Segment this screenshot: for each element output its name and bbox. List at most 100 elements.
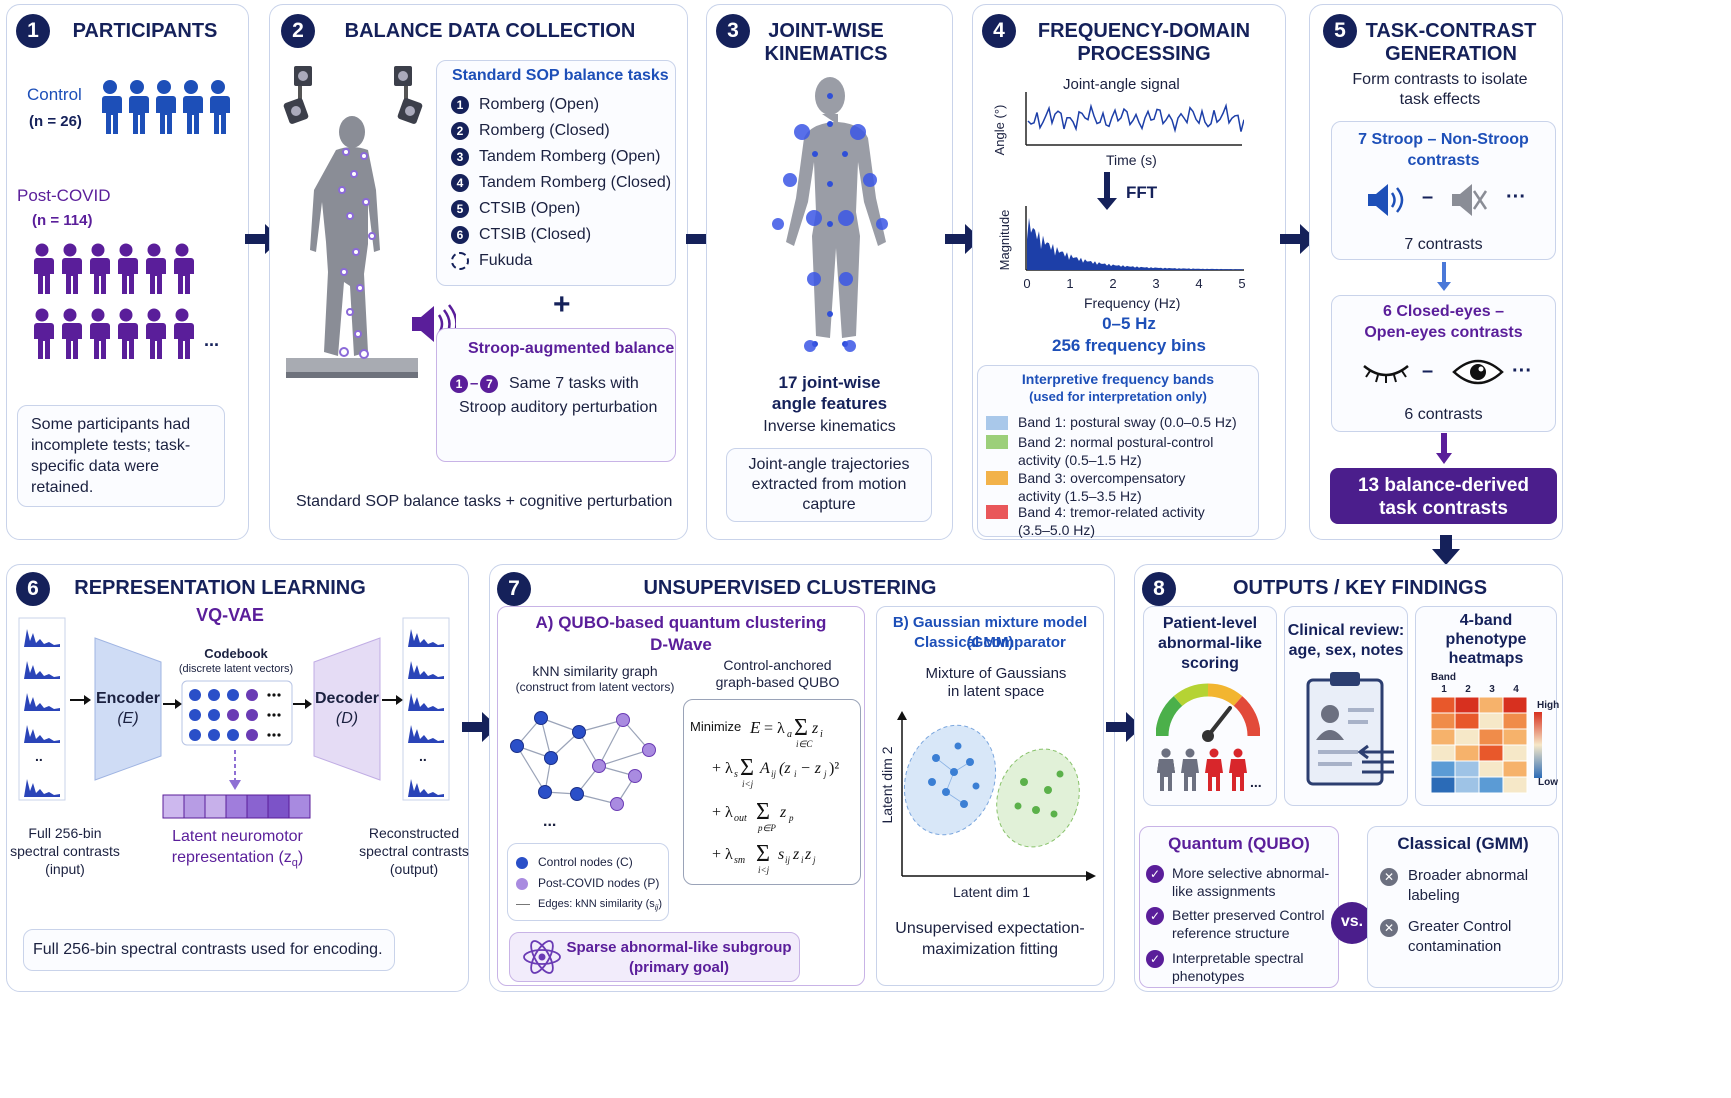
heatmap-cell: [1478, 760, 1504, 778]
output-label-l3: (output): [389, 861, 439, 877]
rotation-icon: [451, 251, 469, 270]
quantum-qubo-card: [1139, 826, 1339, 988]
band-3-label: Band 3: overcompensatory activity (1.5–3…: [1018, 470, 1186, 504]
mixture-l1: Mixture of Gaussians: [925, 665, 1067, 682]
band-1-swatch: [986, 416, 1008, 431]
svg-text:Σ: Σ: [740, 755, 754, 781]
qubo-title: A) QUBO-based quantum clustering: [535, 613, 827, 632]
gmm-title: B) Gaussian mixture model (GMM): [892, 614, 1088, 651]
panel-task-contrast: [1309, 4, 1563, 540]
input-dots: ..: [35, 748, 43, 764]
heatmap-cell: [1431, 728, 1456, 746]
band-axis-label: Band: [1431, 672, 1456, 683]
classical-item-label: Broader abnormal labeling: [1408, 867, 1529, 904]
quantum-item: ✓ Better preserved Control reference stru…: [1146, 906, 1331, 942]
svg-text:sm: sm: [734, 855, 745, 866]
sop-task-label: Romberg (Open): [479, 96, 600, 113]
down-arrow: [1437, 262, 1451, 291]
svg-text:p∈P: p∈P: [757, 823, 776, 833]
svg-text:ij: ij: [771, 769, 777, 779]
svg-text:z: z: [792, 846, 800, 863]
panel-title-kinematics-l1: JOINT-WISE: [768, 20, 884, 42]
final-contrasts-l1: 13 balance-derived: [1357, 475, 1530, 496]
classical-gmm-card: [1367, 826, 1559, 988]
cross-icon: ✕: [1380, 868, 1398, 886]
legend-edges-end: ): [658, 898, 662, 910]
post-covid-node-swatch: [516, 877, 528, 890]
svg-text:z: z: [779, 804, 787, 821]
primary-goal-l1: Sparse abnormal-like subgroup: [566, 939, 792, 956]
minimize-label: Minimize: [690, 719, 741, 734]
svg-text:j: j: [823, 769, 827, 779]
post-covid-count: (n = 114): [32, 212, 93, 229]
band-tick: 4: [1513, 684, 1519, 695]
svg-text:z: z: [811, 720, 819, 737]
heatmap-cell: [1478, 776, 1504, 794]
svg-text:(z: (z: [779, 760, 791, 777]
post-covid-ellipsis: ...: [204, 330, 220, 350]
heatmap-cell: [1431, 776, 1456, 794]
quantum-item-label: Better preserved Control reference struc…: [1172, 907, 1325, 941]
vqvae-label: VQ-VAE: [196, 605, 264, 625]
quantum-item-label: Interpretable spectral phenotypes: [1172, 950, 1304, 984]
stroop-augmented-box: [436, 328, 676, 462]
time-axis-label: Time (s): [1106, 152, 1157, 168]
sop-tasks-box: [436, 60, 676, 286]
heatmap-l2: phenotype: [1445, 631, 1527, 648]
svg-text:Σ: Σ: [756, 799, 770, 825]
frequency-bins: 256 frequency bins: [1051, 336, 1206, 355]
em-fitting-l2: maximization fitting: [921, 941, 1059, 958]
legend-control: Control nodes (C): [516, 853, 633, 871]
decoder-symbol: (D): [335, 710, 359, 727]
post-covid-people-icons: [33, 243, 194, 359]
control-people-icons: [101, 80, 230, 134]
final-contrasts-box: [1330, 468, 1557, 524]
stroop-contrast-l1: 7 Stroop – Non-Stroop: [1358, 131, 1529, 148]
seven-contrasts: 7 contrasts: [1404, 236, 1483, 253]
frequency-tick: 0: [1024, 276, 1031, 291]
heatmap-cell: [1502, 712, 1528, 730]
svg-text:s: s: [778, 846, 784, 863]
plus-sign: +: [553, 288, 571, 321]
svg-text:j: j: [812, 855, 816, 865]
colorbar-high: High: [1537, 700, 1560, 711]
band-tick: 3: [1489, 684, 1495, 695]
more-dots: ···: [1506, 186, 1526, 208]
flow-arrow-7-8: [1106, 712, 1142, 742]
patients-dots: ...: [1250, 774, 1262, 790]
sop-task-label: Romberg (Closed): [479, 122, 610, 139]
panel-title-representation: REPRESENTATION LEARNING: [74, 577, 366, 599]
legend-post-covid: Post-COVID nodes (P): [516, 874, 659, 892]
classical-item: ✕ Broader abnormal labeling: [1380, 866, 1550, 906]
control-label: Control: [27, 85, 82, 104]
step-number-5: 5: [1323, 14, 1357, 48]
speaker-muted-icon: [1452, 184, 1488, 216]
check-icon: ✓: [1146, 907, 1164, 925]
stroop-title: Stroop-augmented balance: [468, 340, 675, 357]
frequency-tick: 3: [1152, 276, 1159, 291]
svg-text:ij: ij: [785, 855, 791, 865]
inverse-kinematics-label: Inverse kinematics: [763, 418, 896, 435]
clipboard-icon: [1306, 672, 1394, 786]
balance-caption: Standard SOP balance tasks + cognitive p…: [296, 493, 673, 510]
decoder-block: [313, 637, 381, 781]
body-joint-figure: [772, 77, 888, 352]
legend-edges: Edges: kNN similarity (sij): [516, 895, 662, 917]
incomplete-tests-text: Some participants had incomplete tests; …: [31, 416, 191, 496]
heatmap-cell: [1478, 697, 1504, 714]
fft-down-arrow: [1097, 172, 1117, 210]
heatmap-cell: [1454, 776, 1480, 794]
svg-text:A: A: [759, 760, 770, 777]
scoring-l1: Patient-level: [1162, 615, 1258, 632]
review-l1: Clinical review:: [1287, 622, 1405, 639]
cross-icon: ✕: [1380, 919, 1398, 937]
frequency-tick: 5: [1238, 276, 1245, 291]
svg-text:E: E: [749, 718, 761, 737]
heatmap-cell: [1454, 697, 1480, 714]
svg-text:i: i: [801, 855, 804, 865]
latent-label-l1: Latent neuromotor: [172, 828, 303, 845]
svg-text:− z: − z: [800, 760, 822, 777]
svg-text:+ λ: + λ: [712, 804, 733, 821]
legend-edges-label: Edges: kNN similarity (s: [538, 898, 655, 910]
